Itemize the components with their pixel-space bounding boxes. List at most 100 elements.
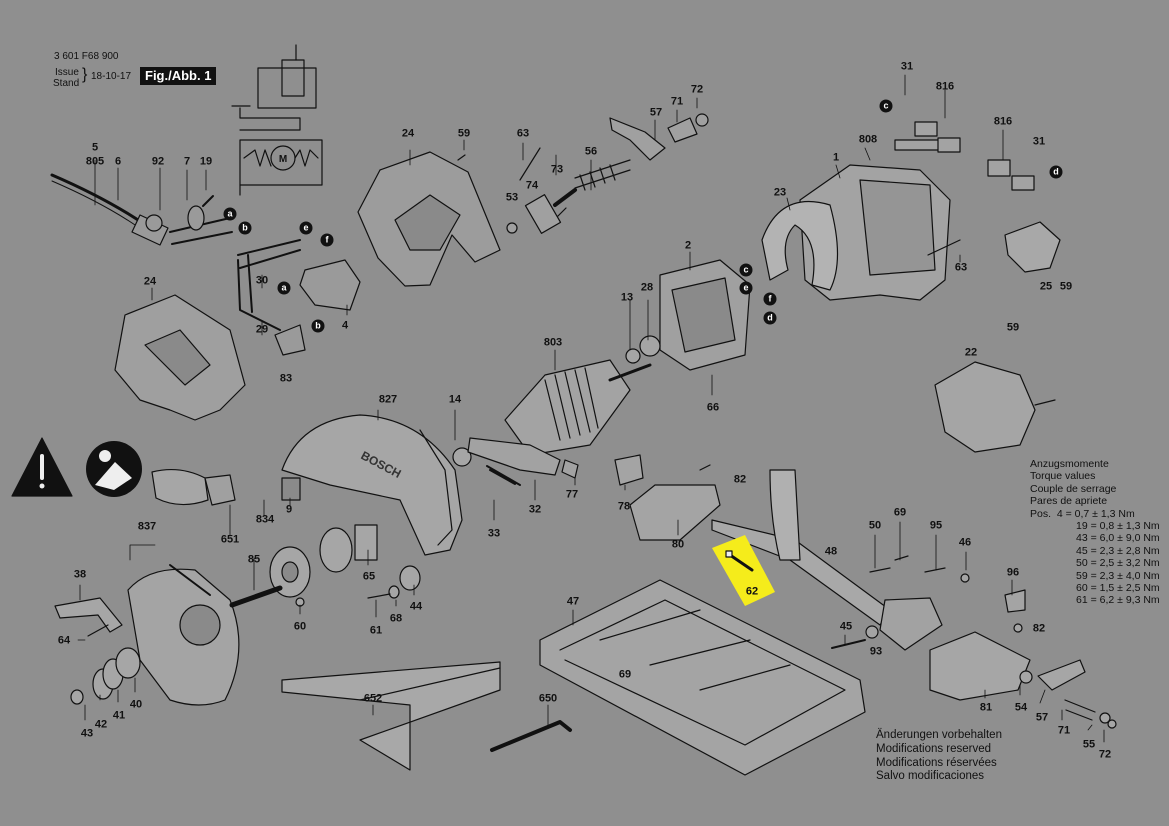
mod-fr: Modifications réservées [876,756,997,769]
torque-row: 19 = 0,8 ± 1,3 Nm [1076,520,1160,533]
torque-row: 60 = 1,5 ± 2,5 Nm [1076,582,1160,595]
connector-marker: b [238,221,252,235]
motor-symbol: M [279,154,287,165]
part-label: 73 [550,163,564,176]
connector-marker: d [763,311,777,325]
part-label: 54 [1014,701,1028,714]
figure-label: Fig./Abb. 1 [140,67,217,85]
part-label: 80 [671,538,685,551]
connector-marker: c [879,99,893,113]
torque-row: 61 = 6,2 ± 9,3 Nm [1076,594,1160,607]
connector-marker: e [739,281,753,295]
part-label: 72 [690,83,704,96]
part-label: 69 [618,668,632,681]
torque-row: 59 = 2,3 ± 4,0 Nm [1076,569,1160,582]
part-label: 47 [566,595,580,608]
part-label: 41 [112,709,126,722]
modifications-notice: Änderungen vorbehalten Modifications res… [876,729,1002,784]
connector-marker: d [1049,165,1063,179]
part-label: 9 [285,503,293,516]
part-label: 816 [993,115,1013,128]
mod-es: Salvo modificaciones [876,770,985,783]
part-label: 25 [1039,280,1053,293]
part-label: 5 [91,141,99,154]
part-label: 652 [363,692,383,705]
switch [299,259,361,311]
part-label: 92 [151,155,165,168]
torque-row: 50 = 2,5 ± 3,2 Nm [1076,557,1160,570]
part-label: 33 [487,527,501,540]
torque-table: Anzugsmomente Torque values Couple de se… [1030,458,1160,607]
part-label: 72 [1098,748,1112,761]
part-label: 650 [538,692,558,705]
part-label: 43 [80,727,94,740]
power-cord [50,173,152,230]
part-label: 803 [543,336,563,349]
part-label: 65 [362,570,376,583]
part-label: 74 [525,179,539,192]
part-label: 60 [293,620,307,633]
issue-label: Issue [55,67,79,78]
part-label: 71 [670,95,684,108]
part-label: 81 [979,701,993,714]
fan-baffle [761,201,839,291]
connector-marker: f [763,292,777,306]
torque-row: 43 = 6,0 ± 9,0 Nm [1076,532,1160,545]
part-label: 96 [1006,566,1020,579]
part-label: 69 [893,506,907,519]
part-label: 19 [199,155,213,168]
part-label: 57 [1035,711,1049,724]
part-label: 805 [85,155,105,168]
part-label: 827 [378,393,398,406]
part-label: 95 [929,519,943,532]
part-number: 3 601 F68 900 [54,51,119,62]
part-label: 55 [1082,738,1096,751]
part-label: 4 [341,319,349,332]
torque-row: 45 = 2,3 ± 2,8 Nm [1076,544,1160,557]
part-label: 82 [733,473,747,486]
part-label: 44 [409,600,423,613]
part-label: 63 [954,261,968,274]
part-label: 42 [94,718,108,731]
part-label: 93 [869,645,883,658]
part-label: 837 [137,520,157,533]
part-label: 1 [832,151,840,164]
connector-marker: a [277,281,291,295]
parallel-guide [281,661,501,771]
part-label: 24 [401,127,415,140]
base-plate [539,579,866,776]
part-label: 63 [516,127,530,140]
torque-title-fr: Couple de serrage [1030,482,1117,495]
end-shield [934,361,1036,453]
part-label: 57 [649,106,663,119]
part-label: 7 [183,155,191,168]
saw-housing [281,414,463,556]
part-label: 78 [617,500,631,513]
part-label: 61 [369,624,383,637]
brace: } [82,66,88,83]
torque-title-de: Anzugsmomente [1030,458,1109,470]
part-label: 834 [255,513,275,526]
torque-title-en: Torque values [1030,470,1096,483]
part-label: 31 [900,60,914,73]
part-label: 48 [824,545,838,558]
part-label: 85 [247,553,261,566]
wiring-schematic [231,44,323,196]
part-label: 29 [255,323,269,336]
connector-marker: f [320,233,334,247]
part-label: 56 [584,145,598,158]
part-label: 68 [389,612,403,625]
part-label: 13 [620,291,634,304]
part-label: 651 [220,533,240,546]
torque-title-es: Pares de apriete [1030,495,1108,508]
mod-en: Modifications reserved [876,742,992,755]
part-label: 45 [839,620,853,633]
part-label: 71 [1057,724,1071,737]
part-label: 77 [565,488,579,501]
part-label: 40 [129,698,143,711]
part-label: 6 [114,155,122,168]
part-label: 28 [640,281,654,294]
part-label: 23 [773,186,787,199]
